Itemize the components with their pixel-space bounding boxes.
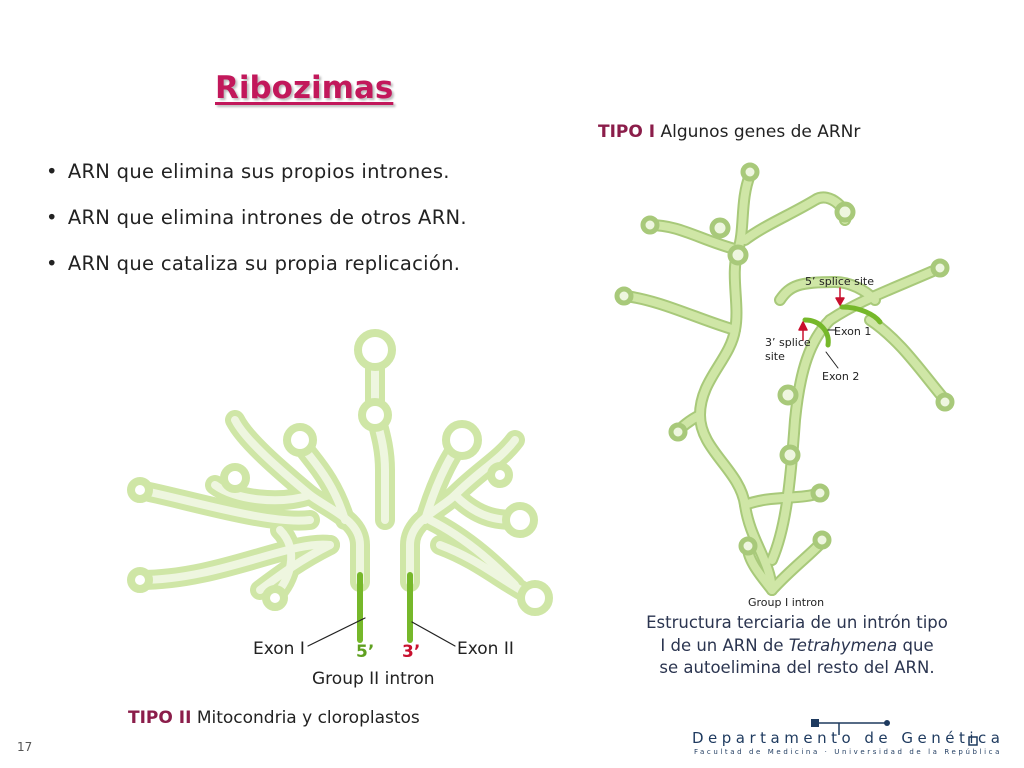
page-number: 17	[17, 740, 33, 754]
tipo2-text: Mitocondria y cloroplastos	[196, 708, 420, 728]
bullet-list: ARN que elimina sus propios intrones. AR…	[46, 160, 467, 298]
splice3-label-line1: 3’ splice	[765, 336, 811, 349]
exon2-label: Exon 2	[822, 370, 859, 383]
structure-line2-pre: I de un ARN de	[660, 635, 789, 655]
end5-label: 5’	[356, 642, 374, 662]
department-logo-icon	[811, 719, 978, 746]
group2-intron-diagram: Exon I Exon II 5’ 3’ Group II intron	[127, 329, 553, 689]
structure-line2-italic: Tetrahymena	[788, 635, 898, 655]
exon-right-label: Exon II	[457, 639, 514, 659]
group1-caption: Group I intron	[748, 596, 824, 609]
department-subtitle: Facultad de Medicina · Universidad de la…	[694, 748, 1002, 756]
splice3-label-line2: site	[765, 350, 785, 363]
structure-line2: I de un ARN de Tetrahymena que	[610, 635, 984, 658]
department-name: Departamento de Genética	[692, 729, 1005, 747]
end3-label: 3’	[402, 642, 420, 662]
exon1-label: Exon 1	[834, 325, 871, 338]
exon-left-label: Exon I	[253, 639, 305, 659]
structure-caption: Estructura terciaria de un intrón tipo I…	[610, 612, 984, 680]
tipo2-bold: TIPO II	[128, 708, 192, 728]
page-title: Ribozimas	[215, 70, 394, 106]
group2-caption: Group II intron	[312, 669, 435, 689]
bullet-item: ARN que elimina intrones de otros ARN.	[46, 206, 467, 252]
bullet-item: ARN que cataliza su propia replicación.	[46, 252, 467, 298]
group1-intron-diagram: 5’ splice site 3’ splice site Exon 1 Exo…	[614, 162, 955, 609]
bullet-item: ARN que elimina sus propios intrones.	[46, 160, 467, 206]
structure-line1: Estructura terciaria de un intrón tipo	[646, 613, 948, 632]
tipo1-bold: TIPO I	[598, 122, 656, 142]
tipo1-caption: TIPO I Algunos genes de ARNr	[598, 122, 860, 142]
structure-line2-post: que	[897, 635, 934, 655]
structure-line3: se autoelimina del resto del ARN.	[659, 658, 935, 677]
tipo2-caption: TIPO II Mitocondria y cloroplastos	[128, 708, 420, 728]
splice5-label: 5’ splice site	[805, 275, 874, 288]
tipo1-text: Algunos genes de ARNr	[660, 122, 861, 142]
